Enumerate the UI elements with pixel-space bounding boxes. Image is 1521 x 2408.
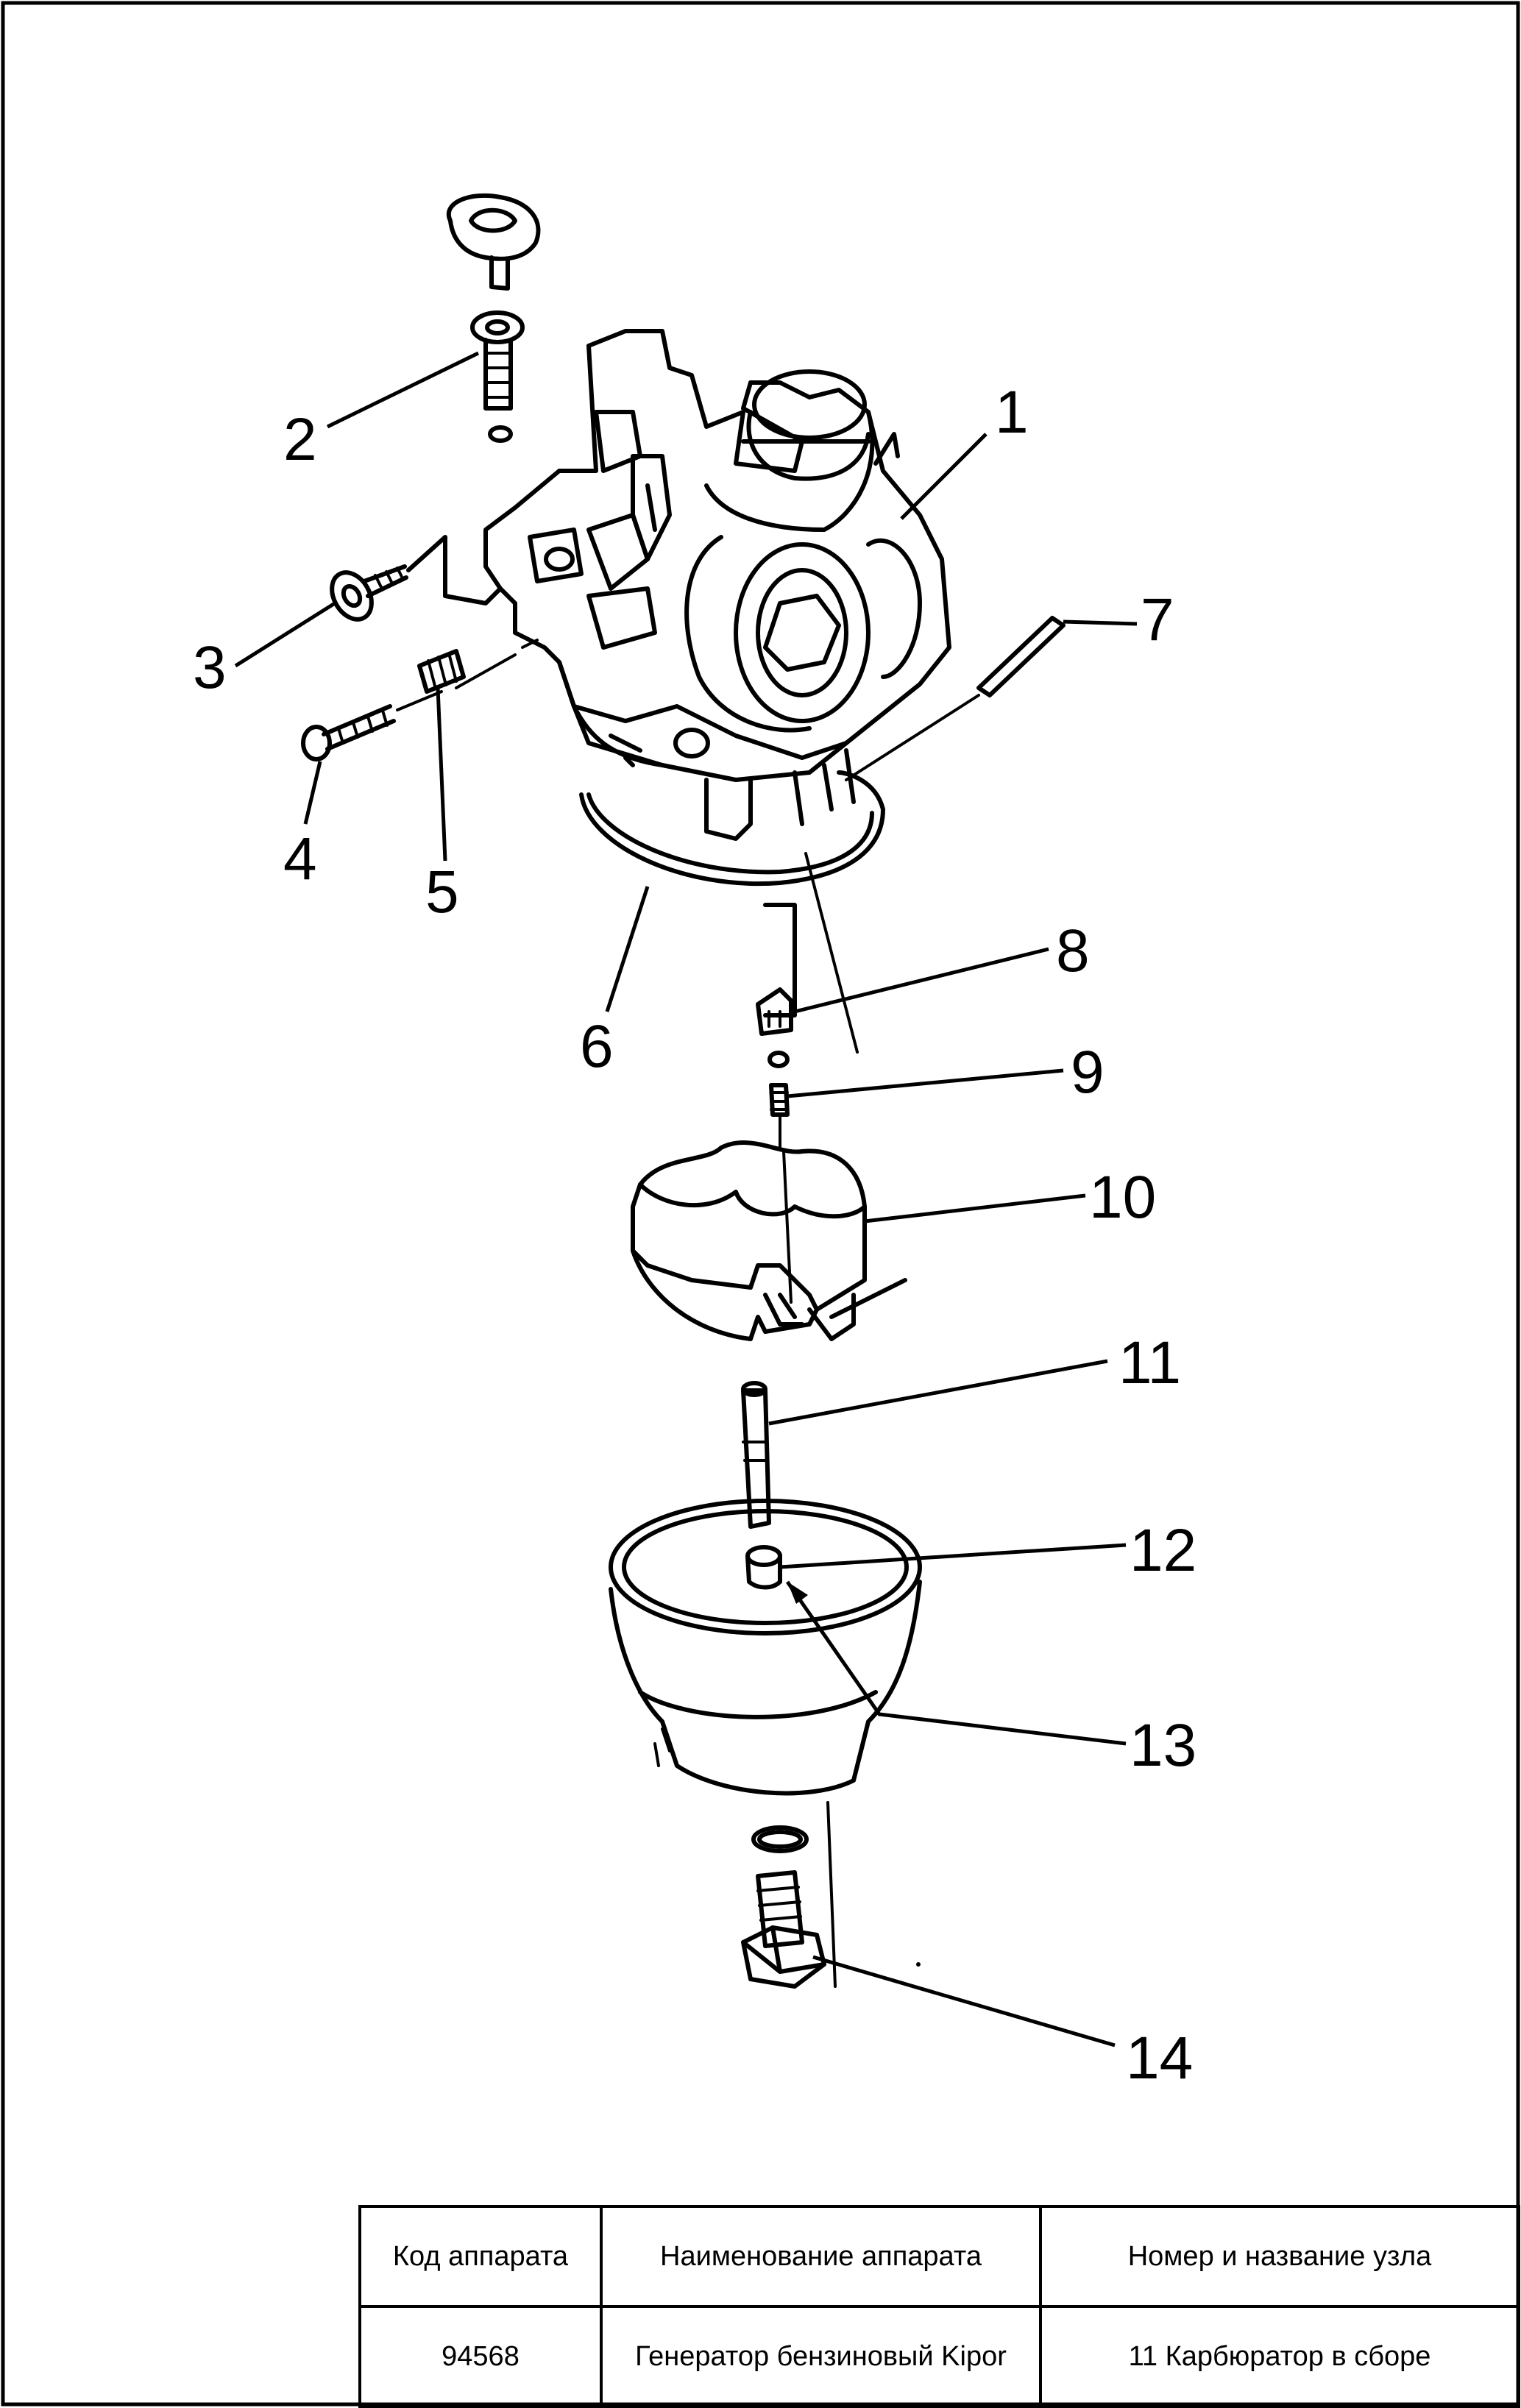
header-device-code: Код аппарата xyxy=(358,2205,603,2308)
part-2-fitting xyxy=(470,310,525,443)
leader-line-5 xyxy=(436,687,447,862)
leader-line-7 xyxy=(1063,619,1138,626)
part-3-screw xyxy=(330,535,503,622)
title-block: Код аппарата Наименование аппарата Номер… xyxy=(358,2205,1520,2408)
part-7-pin xyxy=(845,616,1066,781)
part-6-gasket xyxy=(579,770,885,887)
callout-2: 2 xyxy=(283,406,317,473)
leader-line-1 xyxy=(900,433,988,520)
leader-line-4 xyxy=(303,761,322,825)
part-10-float xyxy=(631,1140,907,1341)
leader-line-8 xyxy=(794,947,1049,1014)
device-name-value: Генератор бензиновый Kipor xyxy=(600,2305,1042,2408)
leader-line-13 xyxy=(785,1580,1127,1746)
leader-line-2 xyxy=(326,351,480,429)
callout-10: 10 xyxy=(1089,1164,1156,1231)
part-5-spring xyxy=(417,649,466,694)
arrowhead-13 xyxy=(787,1582,808,1604)
leader-line-11 xyxy=(768,1359,1108,1426)
leader-line-6 xyxy=(605,886,650,1012)
callout-1: 1 xyxy=(995,379,1029,446)
callout-8: 8 xyxy=(1056,917,1090,984)
callout-9: 9 xyxy=(1071,1039,1105,1106)
callout-13: 13 xyxy=(1130,1712,1196,1779)
part-4-screw xyxy=(301,639,539,761)
callout-4: 4 xyxy=(283,825,317,892)
part-11-jet-tube xyxy=(741,1381,771,1529)
device-code-value: 94568 xyxy=(358,2305,603,2408)
part-8-float-valve xyxy=(756,852,859,1068)
part-13-float-bowl xyxy=(609,1499,922,1988)
header-device-name: Наименование аппарата xyxy=(600,2205,1042,2308)
leader-line-14 xyxy=(812,1955,1116,2047)
callout-6: 6 xyxy=(580,1013,614,1080)
callout-11: 11 xyxy=(1118,1329,1181,1396)
part-14-drain-bolt xyxy=(741,1870,826,1989)
leader-line-3 xyxy=(234,601,336,668)
leader-line-10 xyxy=(864,1193,1086,1223)
carburetor-body-part xyxy=(483,329,951,841)
callout-3: 3 xyxy=(193,634,227,701)
assembly-value: 11 Карбюратор в сборе xyxy=(1039,2305,1520,2408)
callout-5: 5 xyxy=(425,859,459,926)
callout-7: 7 xyxy=(1141,586,1174,653)
leader-line-12 xyxy=(779,1543,1127,1569)
header-assembly: Номер и название узла xyxy=(1039,2205,1520,2308)
callout-14: 14 xyxy=(1126,2025,1193,2092)
callout-12: 12 xyxy=(1130,1517,1196,1584)
primer-cap-part xyxy=(446,193,541,291)
speck xyxy=(916,1962,921,1967)
part-9-spring xyxy=(769,1083,790,1149)
title-block-header-row: Код аппарата Наименование аппарата Номер… xyxy=(358,2205,1520,2308)
title-block-value-row: 94568 Генератор бензиновый Kipor 11 Карб… xyxy=(358,2305,1520,2408)
leader-line-9 xyxy=(787,1068,1064,1098)
